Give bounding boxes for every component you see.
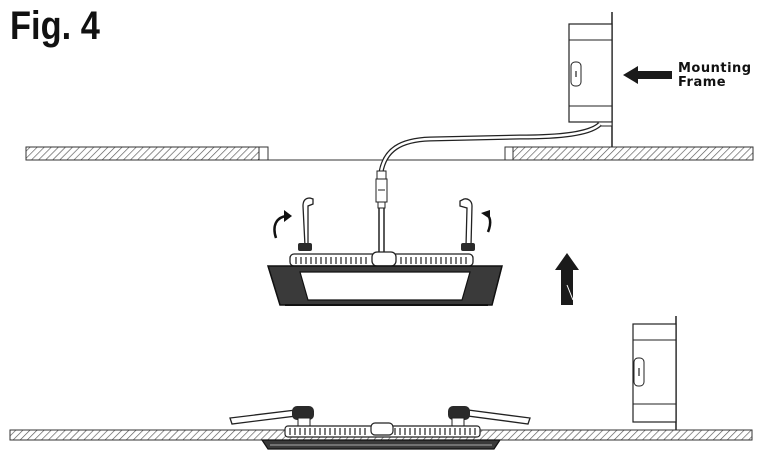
ceiling-board-top xyxy=(25,146,754,161)
mounting-frame-label: Mounting Frame xyxy=(678,62,752,90)
label-line-1: Mounting xyxy=(678,61,752,76)
mounting-frame-box-bottom xyxy=(632,316,677,430)
mounting-frame-box xyxy=(568,12,613,147)
up-arrow-icon xyxy=(555,253,579,305)
label-line-2: Frame xyxy=(678,75,727,90)
power-cable xyxy=(375,122,602,258)
curved-arrow-icon-left xyxy=(273,210,292,239)
left-arrow-icon xyxy=(623,66,672,84)
figure-title: Fig. 4 xyxy=(10,4,100,48)
led-panel-middle xyxy=(266,197,503,306)
panel-rib-ticks xyxy=(289,257,476,435)
led-panel-installed xyxy=(229,406,531,450)
curved-arrow-icon-right xyxy=(481,210,492,233)
